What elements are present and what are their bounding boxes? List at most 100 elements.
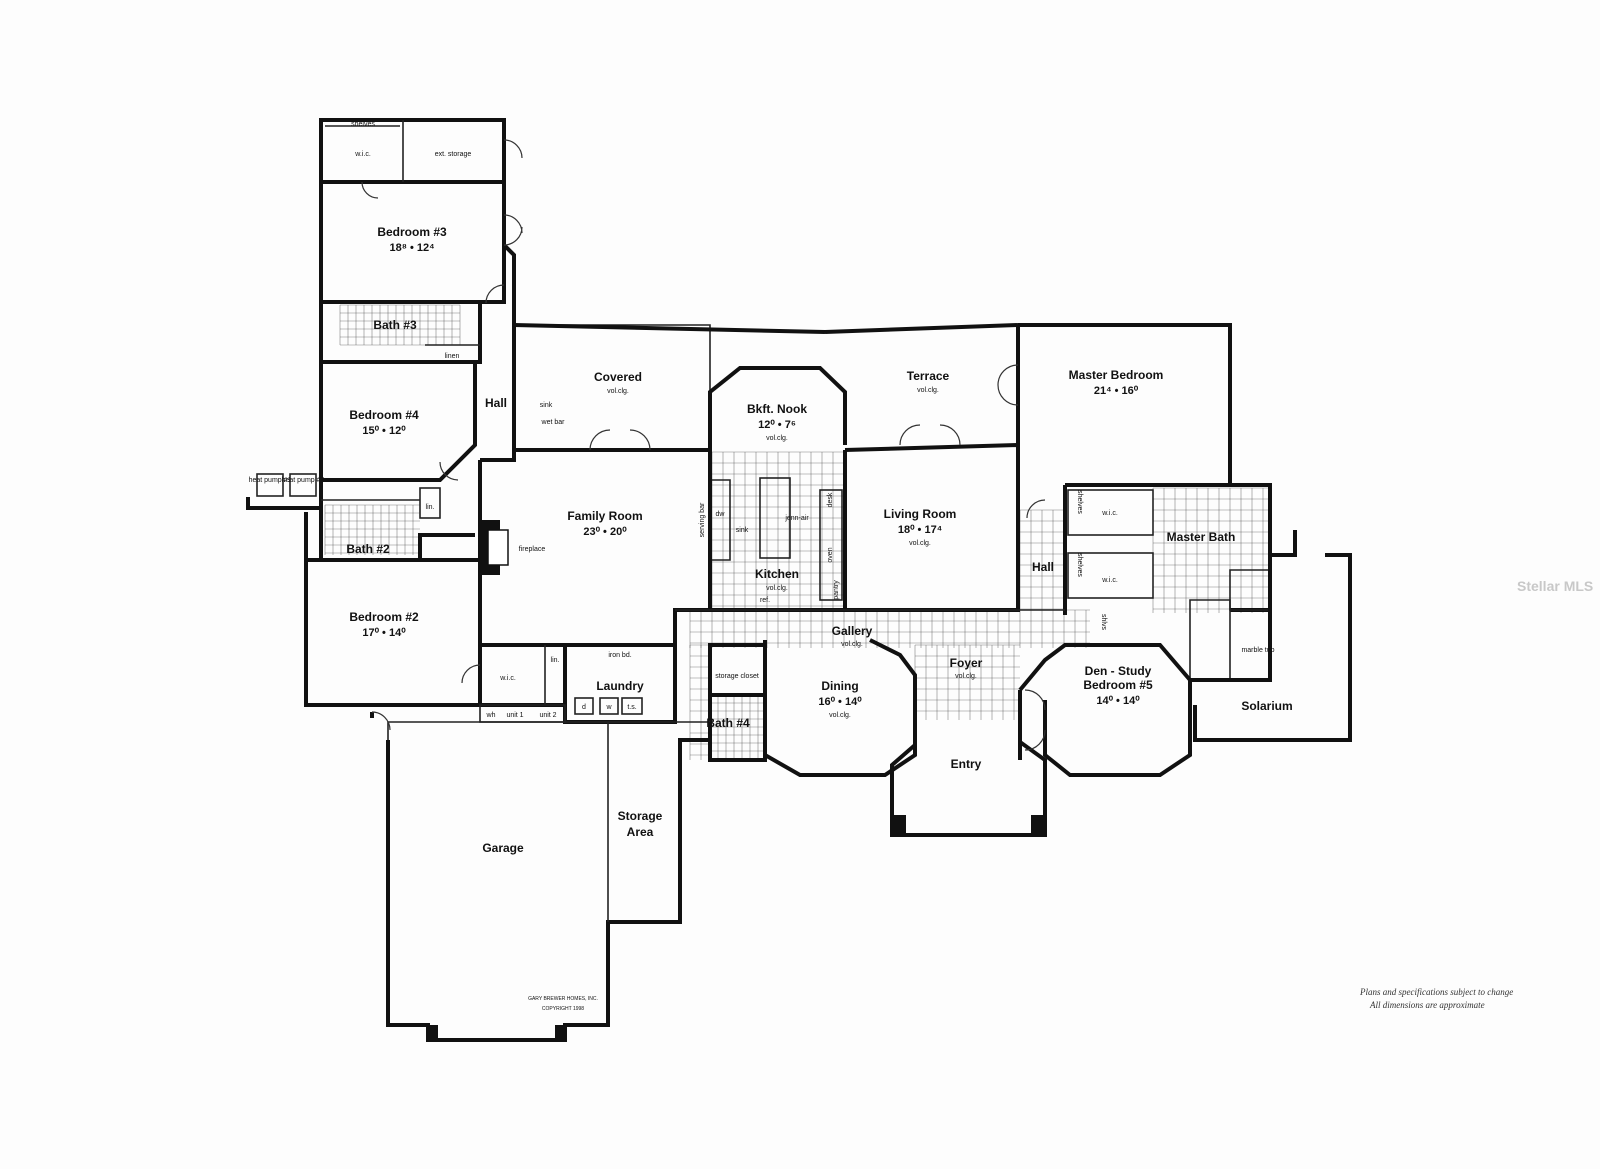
closet-block-wall [319, 118, 506, 184]
bedroom3-wall [319, 182, 506, 304]
dining-wall [763, 638, 917, 777]
label-ref: ref. [760, 597, 770, 604]
heat-pump-2 [289, 473, 317, 497]
entry-wall [890, 720, 1047, 837]
room-labels: shelves w.i.c. ext. storage Bedroom #3 1… [249, 121, 1293, 1012]
heat-pump-1 [256, 473, 284, 497]
wic-mid-wall [478, 645, 567, 707]
label-shelves-m1: shelves [1076, 490, 1083, 514]
label-terrace: Terrace [907, 369, 950, 383]
label-shelves-top: shelves [351, 121, 375, 128]
label-dw: dw [716, 511, 726, 518]
label-dining: Dining [821, 679, 858, 693]
label-lin-small: lin. [426, 504, 435, 511]
solarium-wall [1193, 553, 1352, 742]
label-hall-left: Hall [485, 396, 507, 410]
label-bath4: Bath #4 [706, 716, 750, 730]
storage-closet-wall [708, 643, 767, 697]
label-oven: oven [827, 547, 834, 562]
marble-tub [1189, 599, 1231, 681]
sub-gallery: vol.clg. [841, 641, 863, 648]
label-ext-storage: ext. storage [435, 151, 472, 158]
label-bath2: Bath #2 [346, 542, 390, 556]
note-specifications: Plans and specifications subject to chan… [1359, 987, 1513, 997]
label-wic-master1: w.i.c. [1101, 510, 1118, 517]
bedroom2-wall [304, 512, 482, 707]
sub-foyer: vol.clg. [955, 673, 977, 680]
label-d: d [582, 704, 586, 711]
label-unit2: unit 2 [539, 712, 556, 719]
label-gallery: Gallery [832, 624, 873, 638]
label-sink-kitchen: sink [736, 527, 749, 534]
label-heat-pump1: heat pump #1 [249, 477, 292, 484]
label-wic-master2: w.i.c. [1101, 577, 1118, 584]
sub-covered: vol.clg. [607, 388, 629, 395]
label-shlvs: shlvs [1100, 614, 1107, 630]
label-living-room: Living Room [884, 507, 957, 521]
label-pantry: pantry [833, 580, 840, 600]
bedroom4-wall [319, 362, 477, 482]
label-serving-bar: serving bar [699, 502, 706, 537]
master-bedroom-wall [1018, 323, 1232, 485]
dim-bkft-nook: 12⁰ • 7⁶ [758, 419, 796, 431]
label-wh: wh [486, 712, 496, 719]
doors [361, 139, 1046, 751]
label-copyright: COPYRIGHT 1998 [542, 1006, 584, 1012]
label-jenn-air: jenn-air [784, 515, 809, 522]
label-lin-mid: lin. [551, 657, 560, 664]
label-fireplace: fireplace [519, 546, 546, 553]
label-wic-top: w.i.c. [354, 151, 371, 158]
label-heat-pump2: heat pump #2 [282, 477, 325, 484]
dim-dining: 16⁰ • 14⁰ [818, 696, 862, 708]
label-shelves-m2: shelves [1076, 553, 1083, 577]
bath3-wall [319, 302, 482, 364]
label-storage-area-2: Area [627, 825, 654, 839]
den-study-wall [1018, 643, 1192, 777]
dim-family-room: 23⁰ • 20⁰ [583, 526, 627, 538]
label-wet-bar: wet bar [541, 419, 566, 426]
label-storage-area-1: Storage [618, 809, 663, 823]
family-room-wall [478, 448, 712, 647]
sub-living-room: vol.clg. [909, 540, 931, 547]
note-dimensions: All dimensions are approximate [1369, 1000, 1485, 1010]
watermark: Stellar MLS [1517, 578, 1593, 594]
label-unit1: unit 1 [506, 712, 523, 719]
label-bath3: Bath #3 [373, 318, 417, 332]
label-hall-right: Hall [1032, 560, 1054, 574]
label-ts: t.s. [627, 704, 636, 711]
dim-bedroom4: 15⁰ • 12⁰ [362, 425, 406, 437]
sub-dining: vol.clg. [829, 712, 851, 719]
label-garage: Garage [482, 841, 524, 855]
label-foyer: Foyer [950, 656, 983, 670]
label-storage-closet: storage closet [715, 673, 759, 680]
label-marble-tub: marble tub [1241, 647, 1274, 654]
label-iron-bd: iron bd. [608, 652, 631, 659]
label-den-2: Bedroom #5 [1083, 678, 1153, 692]
sub-terrace: vol.clg. [917, 387, 939, 394]
dim-bedroom2: 17⁰ • 14⁰ [362, 627, 406, 639]
label-solarium: Solarium [1241, 699, 1292, 713]
dim-living-room: 18⁰ • 17⁴ [898, 524, 942, 536]
kitchen-island [759, 477, 791, 559]
bath2-wall [319, 480, 475, 562]
dim-den: 14⁰ • 14⁰ [1096, 695, 1140, 707]
bkft-nook-wall [708, 366, 847, 450]
label-linen-top: linen [445, 353, 460, 360]
label-family-room: Family Room [567, 509, 642, 523]
label-covered: Covered [594, 370, 642, 384]
master-wic-2 [1067, 552, 1154, 599]
label-wic-mid: w.i.c. [499, 675, 516, 682]
label-bedroom2: Bedroom #2 [349, 610, 419, 624]
label-bedroom3: Bedroom #3 [377, 225, 447, 239]
label-w: w [605, 704, 612, 711]
label-bedroom4: Bedroom #4 [349, 408, 419, 422]
label-desk: desk [827, 492, 834, 507]
label-den: Den - Study [1085, 664, 1152, 678]
label-bkft-nook: Bkft. Nook [747, 402, 807, 416]
sub-kitchen: vol.clg. [766, 585, 788, 592]
label-master-bath: Master Bath [1167, 530, 1236, 544]
garage-wall [370, 712, 710, 1042]
dim-bedroom3: 18⁸ • 12⁴ [389, 242, 434, 254]
dim-master-bedroom: 21⁴ • 16⁰ [1094, 385, 1139, 397]
